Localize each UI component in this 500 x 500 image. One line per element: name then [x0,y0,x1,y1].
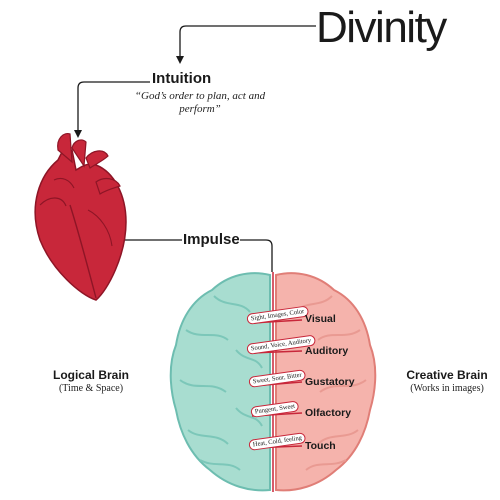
connector-impulse-brain [240,239,273,272]
intuition-label: Intuition [152,70,212,87]
logical-brain-sublabel: (Time & Space) [58,383,124,394]
sense-label-touch: Touch [305,440,336,452]
logical-brain-label: Logical Brain [52,368,129,382]
connector-intuition-heart [77,81,150,132]
arrowhead-intuition [176,56,184,64]
creative-brain-label: Creative Brain [406,368,488,382]
sense-label-auditory: Auditory [305,345,349,357]
sense-label-gustatory: Gustatory [305,376,355,388]
heart-illustration [34,133,127,301]
sense-label-visual: Visual [305,313,336,325]
intuition-quote: “God’s order to plan, act and perform” [134,90,266,115]
sense-label-olfactory: Olfactory [305,407,352,419]
impulse-label: Impulse [183,231,240,248]
connector-divinity-intuition [179,25,316,58]
arrowhead-heart [74,130,82,138]
creative-brain-sublabel: (Works in images) [410,383,484,394]
left-hemisphere [169,272,271,492]
title-divinity: Divinity [316,3,447,52]
